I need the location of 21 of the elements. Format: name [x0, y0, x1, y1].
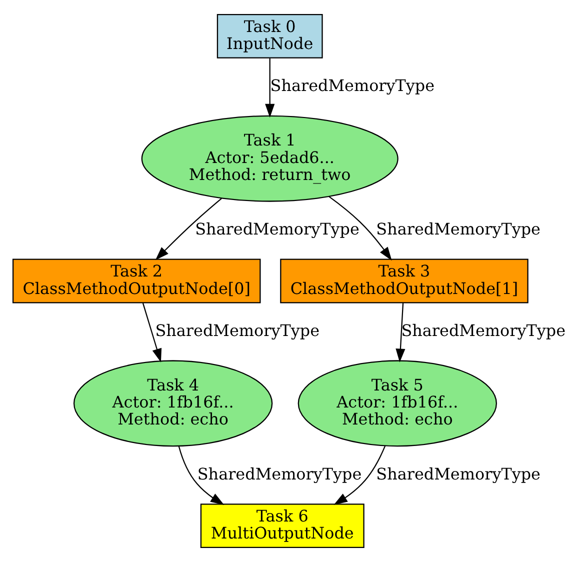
arrow: [155, 198, 222, 260]
edge-label: SharedMemoryType: [195, 219, 360, 238]
arrow: [265, 58, 275, 118]
node-box: Task 6 MultiOutputNode: [200, 503, 364, 548]
edge-label: SharedMemoryType: [155, 320, 320, 340]
arrow: [328, 196, 392, 260]
edge-label: SharedMemoryType: [197, 464, 362, 483]
node-ellipse: Task 1 Actor: 5edad6... Method: return_two: [141, 114, 398, 202]
arrow: [142, 302, 162, 362]
arrow: [334, 445, 386, 504]
edge-label: SharedMemoryType: [376, 464, 540, 483]
node-box: Task 3 ClassMethodOutputNode[1]: [280, 258, 528, 303]
node-ellipse: Task 4 Actor: 1fb16f... Method: echo: [73, 360, 273, 446]
edge-label: SharedMemoryType: [376, 219, 540, 238]
edge-label: SharedMemoryType: [270, 76, 435, 95]
arrow: [396, 302, 406, 362]
node-ellipse: Task 5 Actor: 1fb16f... Method: echo: [298, 360, 497, 446]
node-box: Task 2 ClassMethodOutputNode[0]: [12, 258, 261, 303]
edge-label: SharedMemoryType: [401, 320, 566, 340]
arrow: [178, 446, 224, 504]
node-box: Task 0 InputNode: [216, 13, 323, 58]
